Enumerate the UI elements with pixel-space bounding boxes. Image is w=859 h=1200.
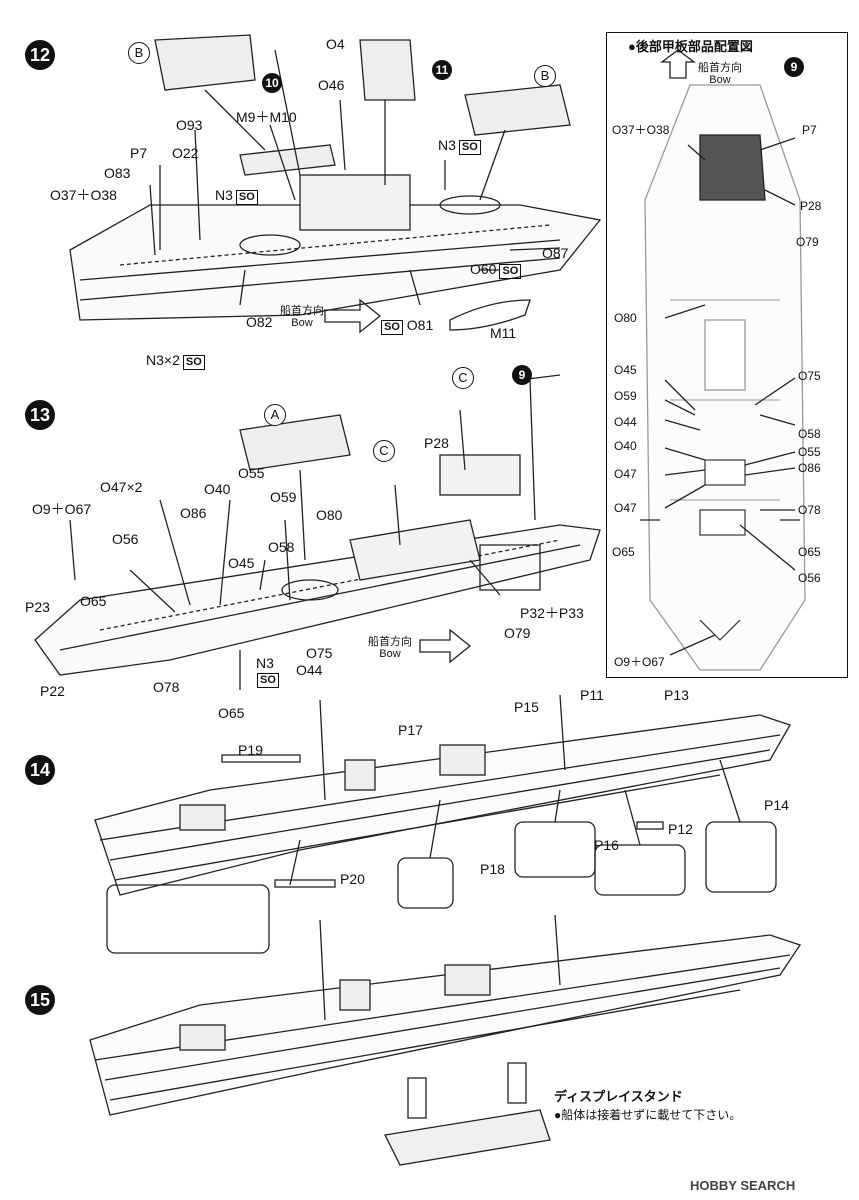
sub-step-9-badge: 9 [512, 365, 532, 385]
part-label: O55 [238, 465, 265, 481]
panel-part-label: P7 [802, 123, 817, 137]
panel-part-label: P28 [800, 199, 822, 213]
part-label: O80 [316, 507, 343, 523]
part-label: O59 [270, 489, 297, 505]
panel-part-label: O65 [798, 545, 821, 559]
part-label: P7 [130, 145, 148, 161]
part-label: P22 [40, 683, 65, 699]
part-label: O47×2 [100, 479, 143, 495]
panel-part-label: O47 [614, 501, 637, 515]
part-label: O75 [306, 645, 333, 661]
part-label-with-tag: SO O81 [378, 318, 433, 335]
part-label: O45 [228, 555, 255, 571]
panel-sub-step-9-badge: 9 [784, 57, 804, 77]
panel-part-label: O75 [798, 369, 821, 383]
part-label: O22 [172, 145, 199, 161]
part-label: P14 [764, 797, 789, 813]
step-14-badge: 14 [25, 755, 55, 785]
panel-part-label: O44 [614, 415, 637, 429]
step-15-badge: 15 [25, 985, 55, 1015]
part-label: O82 [246, 314, 273, 330]
panel-part-label: O47 [614, 467, 637, 481]
step-13-badge: 13 [25, 400, 55, 430]
panel-part-label: O55 [798, 445, 821, 459]
panel-part-label: O79 [796, 235, 819, 249]
callout-c-marker: C [373, 440, 395, 462]
part-label: O56 [112, 531, 139, 547]
callout-c-marker: C [452, 367, 474, 389]
part-label: O79 [504, 625, 531, 641]
part-label: O65 [80, 593, 107, 609]
part-label: M9＋M10 [236, 109, 297, 125]
panel-title: ●後部甲板部品配置図 [628, 39, 753, 54]
panel-part-label: O58 [798, 427, 821, 441]
part-label: O46 [318, 77, 345, 93]
panel-part-label: O78 [798, 503, 821, 517]
part-label: O86 [180, 505, 207, 521]
part-label: P15 [514, 699, 539, 715]
part-label: O37＋O38 [50, 187, 117, 203]
display-stand-title: ディスプレイスタンド [554, 1089, 683, 1104]
display-stand-note: ●船体は接着せずに載せて下さい。 [554, 1108, 742, 1122]
part-label: P13 [664, 687, 689, 703]
part-label: O40 [204, 481, 231, 497]
panel-part-label: O40 [614, 439, 637, 453]
panel-part-label: O45 [614, 363, 637, 377]
callout-b-marker: B [534, 65, 556, 87]
rear-deck-layout-panel [606, 32, 848, 678]
panel-part-label: O59 [614, 389, 637, 403]
part-label: O44 [296, 662, 323, 678]
sub-step-10-badge: 10 [262, 73, 282, 93]
part-label: O83 [104, 165, 131, 181]
panel-part-label: O65 [612, 545, 635, 559]
panel-part-label: O86 [798, 461, 821, 475]
part-label: P23 [25, 599, 50, 615]
part-label: P19 [238, 742, 263, 758]
part-label: O87 [542, 245, 569, 261]
part-label: P12 [668, 821, 693, 837]
panel-part-label: O37＋O38 [612, 123, 670, 137]
part-label: P28 [424, 435, 449, 451]
part-label: P18 [480, 861, 505, 877]
panel-part-label: O9＋O67 [614, 655, 665, 669]
so-tag: SO [254, 671, 279, 688]
part-label: O4 [326, 36, 345, 52]
part-label: P16 [594, 837, 619, 853]
part-label: M11 [490, 325, 517, 341]
part-label: P17 [398, 722, 423, 738]
callout-b-marker: B [128, 42, 150, 64]
part-label: P11 [580, 687, 604, 703]
callout-a-marker: A [264, 404, 286, 426]
part-label: O9＋O67 [32, 501, 92, 517]
part-label: O65 [218, 705, 245, 721]
panel-part-label: O56 [798, 571, 821, 585]
panel-part-label: O80 [614, 311, 637, 325]
part-label: O78 [153, 679, 180, 695]
part-label: N3 [256, 655, 274, 671]
part-label: O58 [268, 539, 295, 555]
part-label: O93 [176, 117, 203, 133]
sub-step-11-badge: 11 [432, 60, 452, 80]
step-12-badge: 12 [25, 40, 55, 70]
part-label: P20 [340, 871, 365, 887]
watermark: HOBBY SEARCH [690, 1178, 796, 1193]
part-label: P32＋P33 [520, 605, 584, 621]
